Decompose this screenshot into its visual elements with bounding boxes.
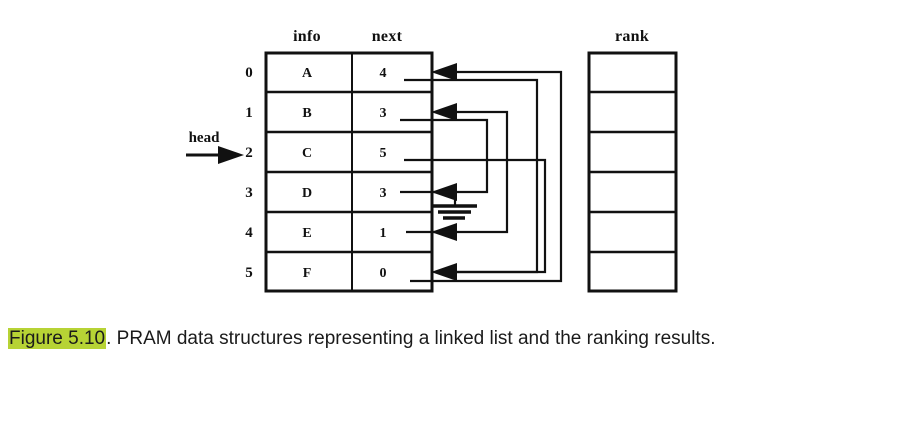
row-index-2: 2 [245,145,253,161]
figure-number-highlight: Figure 5.10 [8,328,107,349]
column-header-info: info [293,28,321,45]
figure-diagram: info next rank head 0 1 2 3 4 5 A B C D … [186,28,678,293]
pointer-1-to-3 [400,118,489,194]
rank-table [587,51,678,293]
figure-caption: Figure 5.10. PRAM data structures repres… [8,328,898,350]
column-header-next: next [371,28,403,45]
info-cell-5: F [302,266,312,281]
head-arrow [186,146,244,164]
row-index-1: 1 [245,105,253,121]
pointer-5-to-0 [410,70,563,283]
row-index-0: 0 [245,65,253,81]
next-cell-5: 0 [379,266,387,281]
caption-separator: . [106,328,112,349]
next-cell-0: 4 [379,66,387,81]
arrowhead-into-row-1 [431,103,457,121]
info-cell-2: C [301,146,313,161]
caption-text: PRAM data structures representing a link… [111,328,716,349]
head-pointer-label: head [188,130,220,146]
info-next-table [264,51,434,293]
row-index-3: 3 [245,185,253,201]
pointer-4-to-1 [406,110,509,234]
pointer-2-to-5 [404,158,547,274]
row-index-5: 5 [245,265,253,281]
linked-list-diagram-svg [186,51,678,293]
column-header-rank: rank [614,28,650,45]
pointer-3-self [400,190,457,205]
pointer-arrowheads [431,63,457,281]
next-cell-4: 1 [379,226,387,241]
ground-symbol [433,204,477,220]
info-cell-0: A [301,66,313,81]
next-cell-3: 3 [379,186,387,201]
info-cell-1: B [302,106,312,121]
row-index-4: 4 [245,225,253,241]
arrowhead-into-row-0 [431,63,457,81]
next-cell-2: 5 [379,146,387,161]
pointer-0-to-4 [404,78,539,274]
arrowhead-into-row-5 [431,263,457,281]
info-cell-4: E [302,226,312,241]
next-cell-1: 3 [379,106,387,121]
info-cell-3: D [301,186,313,201]
